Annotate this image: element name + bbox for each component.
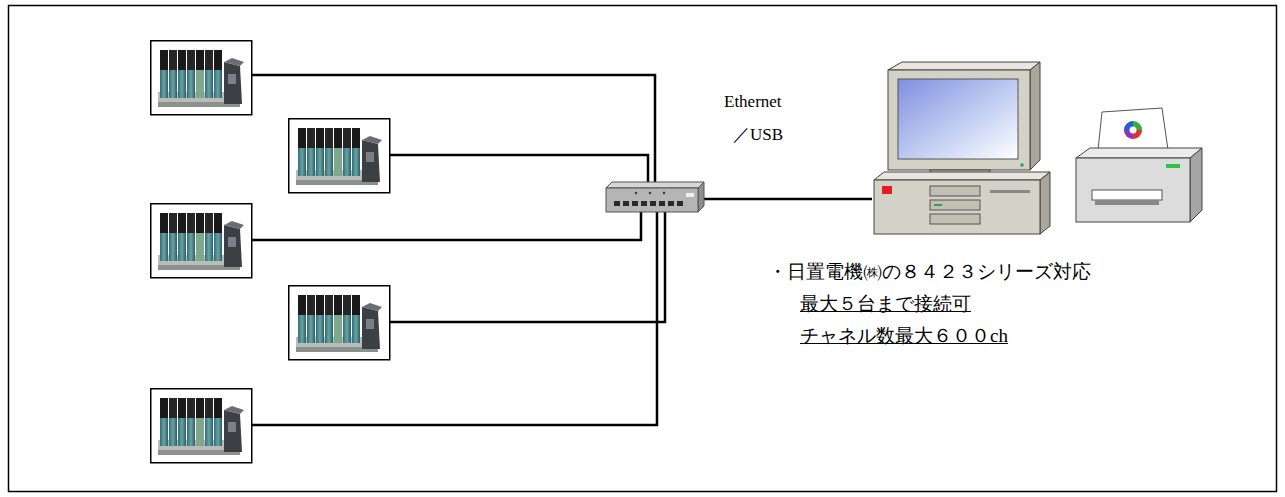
personal-computer — [874, 62, 1050, 234]
network-hub — [606, 182, 704, 212]
note-text: 最大５台まで接続可 — [800, 293, 971, 316]
data-logger — [151, 41, 252, 115]
printer — [1076, 108, 1202, 222]
data-logger — [289, 119, 390, 193]
note-text: チャネル数最大６００ch — [800, 325, 1008, 348]
interface-label: Ethernet — [724, 92, 782, 112]
data-logger — [151, 389, 252, 463]
data-logger — [289, 286, 390, 360]
outer-frame — [9, 6, 1277, 492]
interface-label: ／USB — [733, 125, 783, 145]
note-text: ・日置電機㈱の８４２３シリーズ対応 — [768, 261, 1091, 284]
data-logger — [151, 204, 252, 278]
cables — [252, 75, 872, 425]
